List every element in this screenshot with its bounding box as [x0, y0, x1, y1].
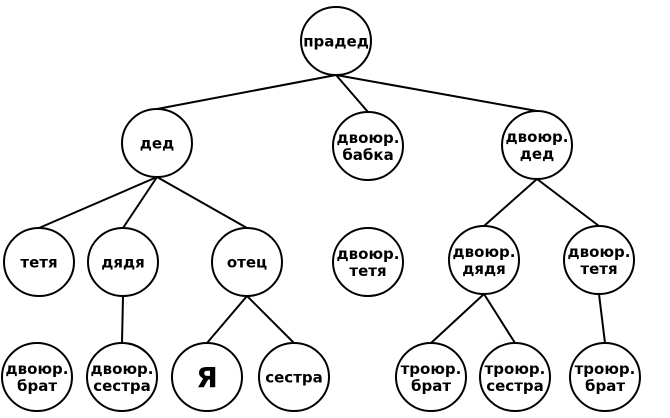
edge-dyadya-dvoyur-sestra: [121, 295, 124, 344]
edge-otets-sestra: [246, 295, 295, 344]
node-otets: отец: [211, 227, 283, 297]
node-praded: прадед: [300, 6, 372, 76]
node-circle-dvoyur-brat: [1, 342, 73, 412]
node-label-dvoyur-sestra: двоюр.сестра: [91, 360, 154, 395]
node-sestra: сестра: [258, 342, 330, 412]
edge-dvoyur-dyadya-troyur-brat-1: [430, 293, 485, 344]
node-circle-dvoyur-ded: [501, 110, 573, 180]
node-circle-dvoyur-tetya-2: [563, 225, 635, 295]
node-troyur-brat-2: троюр.брат: [569, 342, 641, 412]
node-circle-dvoyur-dyadya: [448, 225, 520, 295]
node-label-sestra: сестра: [265, 368, 323, 386]
node-circle-troyur-sestra: [479, 342, 551, 412]
edge-dvoyur-tetya-2-troyur-brat-2: [598, 293, 606, 344]
node-dvoyur-tetya-2: двоюр.тетя: [563, 225, 635, 295]
node-label-dyadya: дядя: [101, 253, 145, 271]
node-label-tetya: тетя: [20, 253, 57, 271]
node-label-troyur-sestra: троюр.сестра: [485, 360, 546, 395]
node-troyur-brat-1: троюр.брат: [395, 342, 467, 412]
node-circle-ded: [121, 108, 193, 178]
node-label-dvoyur-babka: двоюр.бабка: [337, 129, 400, 164]
node-circle-sestra: [258, 342, 330, 412]
edge-ded-tetya: [38, 176, 158, 229]
node-label-troyur-brat-2: троюр.брат: [575, 360, 636, 395]
node-label-dvoyur-ded: двоюр.дед: [506, 128, 569, 163]
node-circle-dyadya: [87, 227, 159, 297]
node-label-dvoyur-brat: двоюр.брат: [6, 360, 69, 395]
edge-ded-dyadya: [122, 176, 158, 229]
edge-otets-ya: [206, 295, 248, 344]
node-label-otets: отец: [227, 253, 267, 271]
node-circle-dvoyur-tetya-1: [332, 227, 404, 297]
node-label-dvoyur-tetya-2: двоюр.тетя: [568, 243, 631, 278]
node-ya: Я: [171, 342, 243, 412]
node-label-dvoyur-dyadya: двоюр.дядя: [453, 243, 516, 278]
node-circle-praded: [300, 6, 372, 76]
node-circle-troyur-brat-2: [569, 342, 641, 412]
node-dvoyur-babka: двоюр.бабка: [332, 111, 404, 181]
node-circle-dvoyur-sestra: [86, 342, 158, 412]
edge-praded-dvoyur-babka: [335, 74, 369, 113]
node-circle-ya: [171, 342, 243, 412]
edge-praded-ded: [156, 74, 337, 110]
edge-ded-otets: [156, 176, 248, 229]
edge-dvoyur-dyadya-troyur-sestra: [483, 293, 516, 344]
edge-praded-dvoyur-ded: [335, 74, 538, 112]
node-label-troyur-brat-1: троюр.брат: [401, 360, 462, 395]
node-label-ya: Я: [196, 361, 218, 394]
node-label-praded: прадед: [303, 32, 369, 50]
node-dvoyur-ded: двоюр.дед: [501, 110, 573, 180]
node-dvoyur-brat: двоюр.брат: [1, 342, 73, 412]
node-dvoyur-dyadya: двоюр.дядя: [448, 225, 520, 295]
node-ded: дед: [121, 108, 193, 178]
node-dvoyur-sestra: двоюр.сестра: [86, 342, 158, 412]
node-dvoyur-tetya-1: двоюр.тетя: [332, 227, 404, 297]
node-circle-dvoyur-babka: [332, 111, 404, 181]
node-circle-troyur-brat-1: [395, 342, 467, 412]
node-tetya: тетя: [3, 227, 75, 297]
node-circle-otets: [211, 227, 283, 297]
node-dyadya: дядя: [87, 227, 159, 297]
node-label-ded: дед: [140, 134, 174, 152]
edge-dvoyur-ded-dvoyur-tetya-2: [536, 178, 600, 227]
node-troyur-sestra: троюр.сестра: [479, 342, 551, 412]
edge-dvoyur-ded-dvoyur-dyadya: [483, 178, 538, 227]
node-label-dvoyur-tetya-1: двоюр.тетя: [337, 245, 400, 280]
node-circle-tetya: [3, 227, 75, 297]
